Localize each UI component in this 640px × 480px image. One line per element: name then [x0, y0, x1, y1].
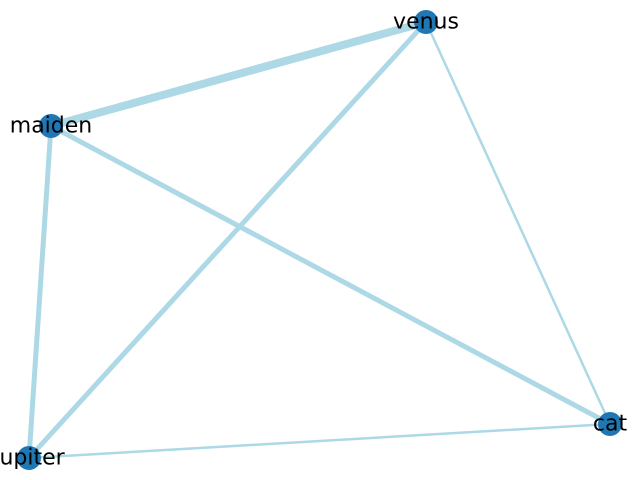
edge-jupiter-cat: [27, 422, 612, 460]
node-label-maiden: maiden: [10, 114, 92, 139]
edge-venus-jupiter: [26, 19, 429, 461]
node-cat: [598, 412, 622, 436]
node-label-venus: venus: [393, 10, 459, 35]
node-label-cat: cat: [593, 412, 628, 437]
node-label-jupiter: jupiter: [0, 446, 66, 471]
edge-maiden-jupiter: [26, 123, 54, 461]
edge-maiden-cat: [48, 123, 613, 427]
edges-layer: [26, 18, 613, 461]
edge-venus-cat: [424, 20, 612, 426]
edge-venus-maiden: [47, 18, 430, 130]
nodes-layer: [17, 10, 622, 470]
node-maiden: [39, 114, 63, 138]
labels-layer: venus maiden jupiter cat: [0, 10, 627, 471]
node-jupiter: [17, 446, 41, 470]
node-venus: [414, 10, 438, 34]
